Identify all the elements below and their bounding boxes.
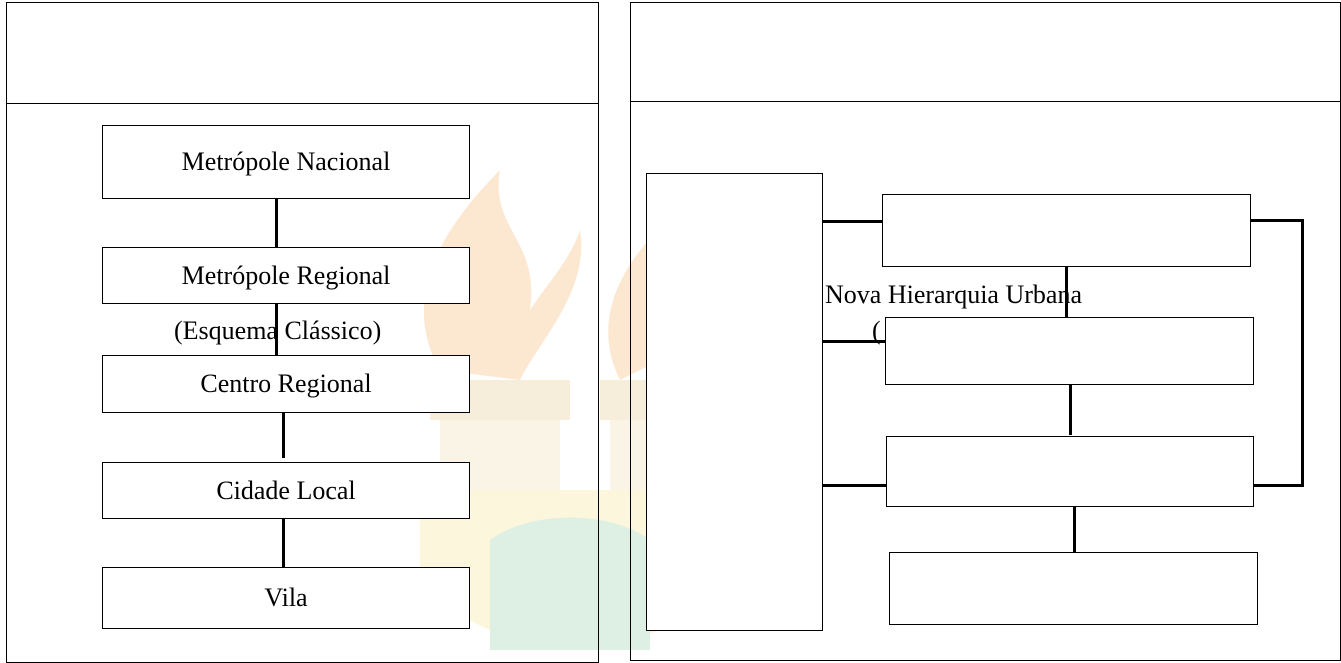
connector-centro-cidade — [282, 413, 285, 458]
level-metropole-regional: Metrópole Regional — [102, 247, 470, 304]
new-header-panel — [630, 2, 1341, 102]
new-level-3 — [886, 436, 1254, 507]
level-centro-regional: Centro Regional — [102, 355, 470, 413]
level-label: Cidade Local — [216, 475, 356, 505]
new-title-line2: ( — [872, 316, 881, 345]
connector-side-second — [823, 340, 885, 343]
classic-header-panel — [6, 2, 599, 104]
new-title-line1: Nova Hierarquia Urbana — [825, 280, 1082, 309]
level-label: Metrópole Nacional — [181, 147, 391, 176]
side-box — [646, 173, 823, 631]
connector-right-vertical — [1301, 219, 1304, 487]
connector-second-third — [1069, 385, 1072, 435]
connector-cidade-vila — [282, 519, 285, 567]
classic-title-line2: (Esquema Clássico) — [174, 316, 382, 345]
new-level-1 — [882, 194, 1251, 267]
level-label: Centro Regional — [200, 369, 372, 398]
connector-right-top — [1250, 219, 1304, 222]
level-cidade-local: Cidade Local — [102, 462, 470, 519]
connector-side-third — [823, 484, 887, 487]
new-level-4 — [889, 552, 1258, 625]
new-level-2 — [885, 317, 1254, 385]
connector-third-bottom — [1073, 507, 1076, 553]
connector-regional-centro — [275, 304, 278, 356]
level-label: Metrópole Regional — [181, 260, 391, 290]
connector-right-third — [1254, 484, 1304, 487]
connector-side-top — [823, 220, 883, 223]
connector-nacional-regional — [275, 199, 278, 247]
level-vila: Vila — [102, 567, 470, 629]
level-label: Vila — [264, 583, 308, 612]
level-metropole-nacional: Metrópole Nacional — [102, 125, 470, 199]
connector-top-second — [1065, 267, 1068, 317]
